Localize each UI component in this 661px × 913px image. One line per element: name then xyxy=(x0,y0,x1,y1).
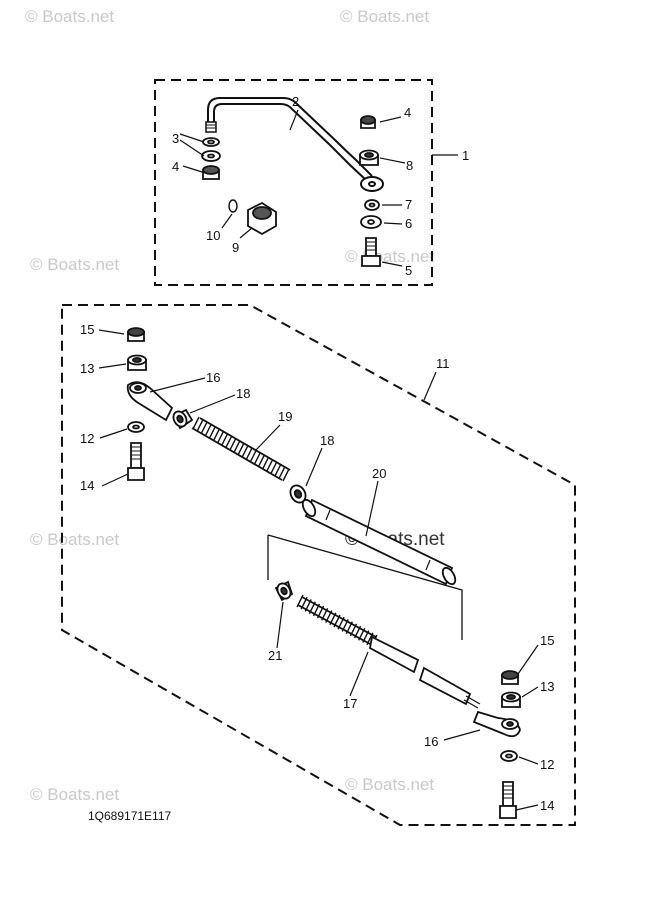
nut-icon xyxy=(127,354,147,371)
leader-lines xyxy=(98,109,539,811)
bolt-icon xyxy=(361,237,381,267)
rod-end-icon xyxy=(472,710,521,738)
callout-21: 21 xyxy=(268,648,282,663)
bolt-icon xyxy=(499,781,517,819)
washer-icon xyxy=(201,137,221,162)
callout-12: 12 xyxy=(80,431,94,446)
callout-12: 12 xyxy=(540,757,554,772)
tube-icon xyxy=(301,498,457,586)
callout-11: 11 xyxy=(436,356,450,371)
nut-icon xyxy=(359,149,379,166)
watermark: © Boats.net xyxy=(30,785,119,804)
callout-labels: 3 4 2 4 8 7 6 5 1 9 10 15 13 16 18 12 14… xyxy=(80,94,554,813)
nut-icon xyxy=(360,115,376,129)
callout-1: 1 xyxy=(462,148,469,163)
nut-icon xyxy=(274,580,294,602)
watermark: © Boats.net xyxy=(30,530,119,549)
exploded-view-bracket xyxy=(267,534,463,640)
callout-5: 5 xyxy=(405,263,412,278)
threaded-rod-icon xyxy=(191,416,291,482)
rod-end-icon xyxy=(126,381,174,422)
nut-icon xyxy=(501,691,521,708)
washer-icon xyxy=(360,215,382,229)
callout-15: 15 xyxy=(80,322,94,337)
assembly-1-boundary xyxy=(154,79,433,286)
callout-14: 14 xyxy=(540,798,554,813)
callout-4: 4 xyxy=(172,159,179,174)
callout-9: 9 xyxy=(232,240,239,255)
watermark: © Boats.net xyxy=(340,7,429,26)
bolt-icon xyxy=(127,442,145,481)
callout-13: 13 xyxy=(540,679,554,694)
callout-15: 15 xyxy=(540,633,554,648)
part-code: 1Q689171E117 xyxy=(88,809,172,823)
callout-2: 2 xyxy=(292,94,299,109)
callout-13: 13 xyxy=(80,361,94,376)
watermarks: © Boats.net © Boats.net © Boats.net © Bo… xyxy=(25,7,445,804)
callout-20: 20 xyxy=(372,466,386,481)
callout-6: 6 xyxy=(405,216,412,231)
callout-14: 14 xyxy=(80,478,94,493)
nut-icon xyxy=(127,327,145,342)
callout-18: 18 xyxy=(236,386,250,401)
callout-8: 8 xyxy=(406,158,413,173)
callout-10: 10 xyxy=(206,228,220,243)
threaded-shaft-icon xyxy=(296,594,481,709)
nut-icon xyxy=(501,670,519,685)
nut-icon xyxy=(202,165,220,180)
watermark: © Boats.net xyxy=(25,7,114,26)
steering-link-rod xyxy=(205,97,384,192)
callout-18: 18 xyxy=(320,433,334,448)
callout-19: 19 xyxy=(278,409,292,424)
callout-17: 17 xyxy=(343,696,357,711)
o-ring-icon xyxy=(228,199,238,213)
callout-16: 16 xyxy=(206,370,220,385)
washer-icon xyxy=(364,199,380,211)
nut-icon xyxy=(172,408,194,430)
callout-3: 3 xyxy=(172,131,179,146)
assembly-11-boundary xyxy=(61,304,576,826)
watermark: © Boats.net xyxy=(30,255,119,274)
watermark: © Boats.net xyxy=(345,775,434,794)
callout-4: 4 xyxy=(404,105,411,120)
callout-7: 7 xyxy=(405,197,412,212)
collar-icon xyxy=(247,201,277,236)
washer-icon xyxy=(127,421,518,762)
callout-16: 16 xyxy=(424,734,438,749)
